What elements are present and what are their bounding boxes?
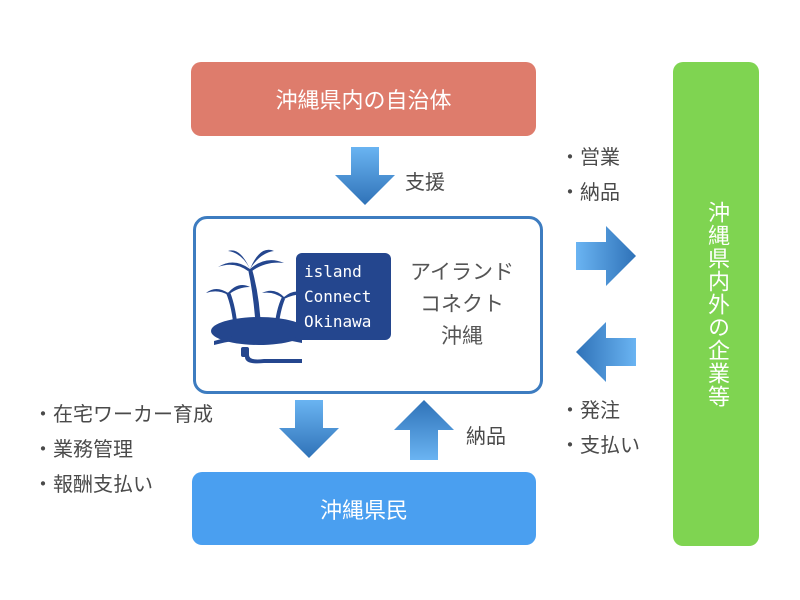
order-payment-list: ・発注 ・支払い [560,393,640,463]
government-label: 沖縄県内の自治体 [275,89,452,114]
logo-line-3: Okinawa [304,312,372,331]
sales-delivery-list: ・営業 ・納品 [560,140,620,210]
list-item: ・報酬支払い [33,472,153,496]
arrow-down-to-residents [279,400,339,458]
arrow-right-to-companies [576,226,636,286]
center-name-line-1: アイランド [410,260,514,284]
list-item: ・発注 [560,398,620,422]
list-item: ・納品 [560,180,620,204]
residents-node: 沖縄県民 [192,472,536,545]
logo-line-1: island [304,262,362,281]
list-item: ・営業 [560,145,620,169]
center-name-line-2: コネクト [420,292,504,316]
list-item: ・業務管理 [33,437,133,461]
arrow-down-support [335,147,395,205]
list-item: ・在宅ワーカー育成 [33,402,213,426]
residents-label: 沖縄県民 [319,498,408,524]
arrow-left-from-companies [576,322,636,382]
logo-line-2: Connect [304,287,372,306]
center-name-line-3: 沖縄 [441,324,483,348]
list-item: ・支払い [560,433,640,457]
support-label: 支援 [405,170,445,194]
center-node [193,216,543,394]
arrow-up-from-residents [394,400,454,460]
delivery-label: 納品 [466,424,506,448]
companies-label: 沖縄県内外の企業等 [704,200,729,408]
companies-node: 沖縄県内外の企業等 [673,62,759,546]
island-connect-logo-box: island Connect Okinawa [296,253,391,340]
center-name: アイランド コネクト 沖縄 [392,256,532,352]
management-list: ・在宅ワーカー育成 ・業務管理 ・報酬支払い [33,397,213,502]
government-node: 沖縄県内の自治体 [191,62,536,136]
